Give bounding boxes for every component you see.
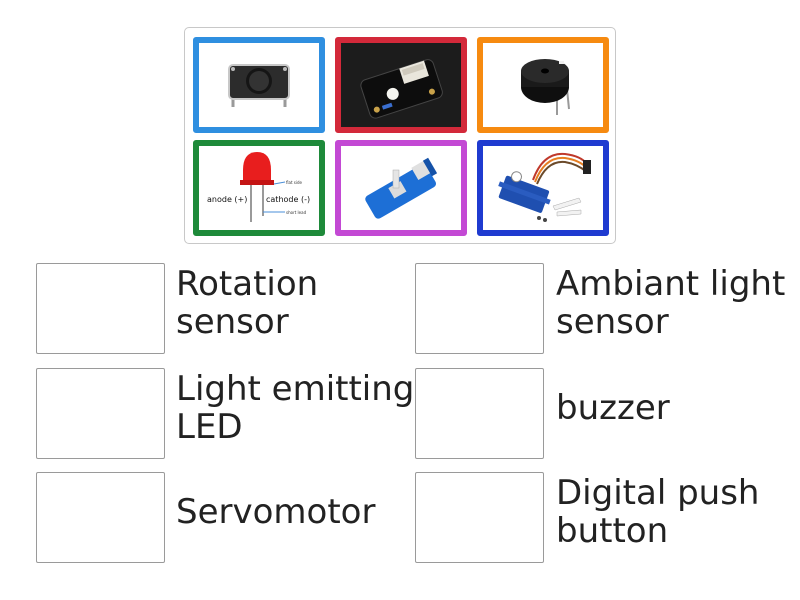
tile-rotation-sensor[interactable] [335,140,467,236]
push-button-image [199,43,319,127]
tile-led[interactable]: flat side short lead anode (+) cathode (… [193,140,325,236]
label-digital-push-button: Digital push button [556,473,760,551]
drop-slot-ambiant-light-sensor[interactable] [415,263,544,354]
image-tray: flat side short lead anode (+) cathode (… [184,27,616,244]
cathode-text: cathode (-) [266,195,310,204]
light-sensor-module-image [341,43,461,127]
tile-buzzer[interactable] [477,37,609,133]
rotation-sensor-image [341,146,461,230]
tile-push-button[interactable] [193,37,325,133]
label-light-emitting-led: Light emitting LED [176,369,415,447]
drop-slot-light-emitting-led[interactable] [36,368,165,459]
buzzer-image [483,43,603,127]
tile-light-sensor[interactable] [335,37,467,133]
drop-slot-buzzer[interactable] [415,368,544,459]
label-rotation-sensor: Rotation sensor [176,264,319,342]
short-lead-text: short lead [286,210,307,215]
label-buzzer: buzzer [556,388,670,428]
drop-slot-digital-push-button[interactable] [415,472,544,563]
label-servomotor: Servomotor [176,492,376,532]
servomotor-image [483,146,603,230]
led-diagram-image: flat side short lead anode (+) cathode (… [199,146,319,230]
flat-side-text: flat side [286,180,303,185]
label-ambiant-light-sensor: Ambiant light sensor [556,264,786,342]
anode-text: anode (+) [207,195,247,204]
drop-slot-rotation-sensor[interactable] [36,263,165,354]
tile-servomotor[interactable] [477,140,609,236]
drop-slot-servomotor[interactable] [36,472,165,563]
